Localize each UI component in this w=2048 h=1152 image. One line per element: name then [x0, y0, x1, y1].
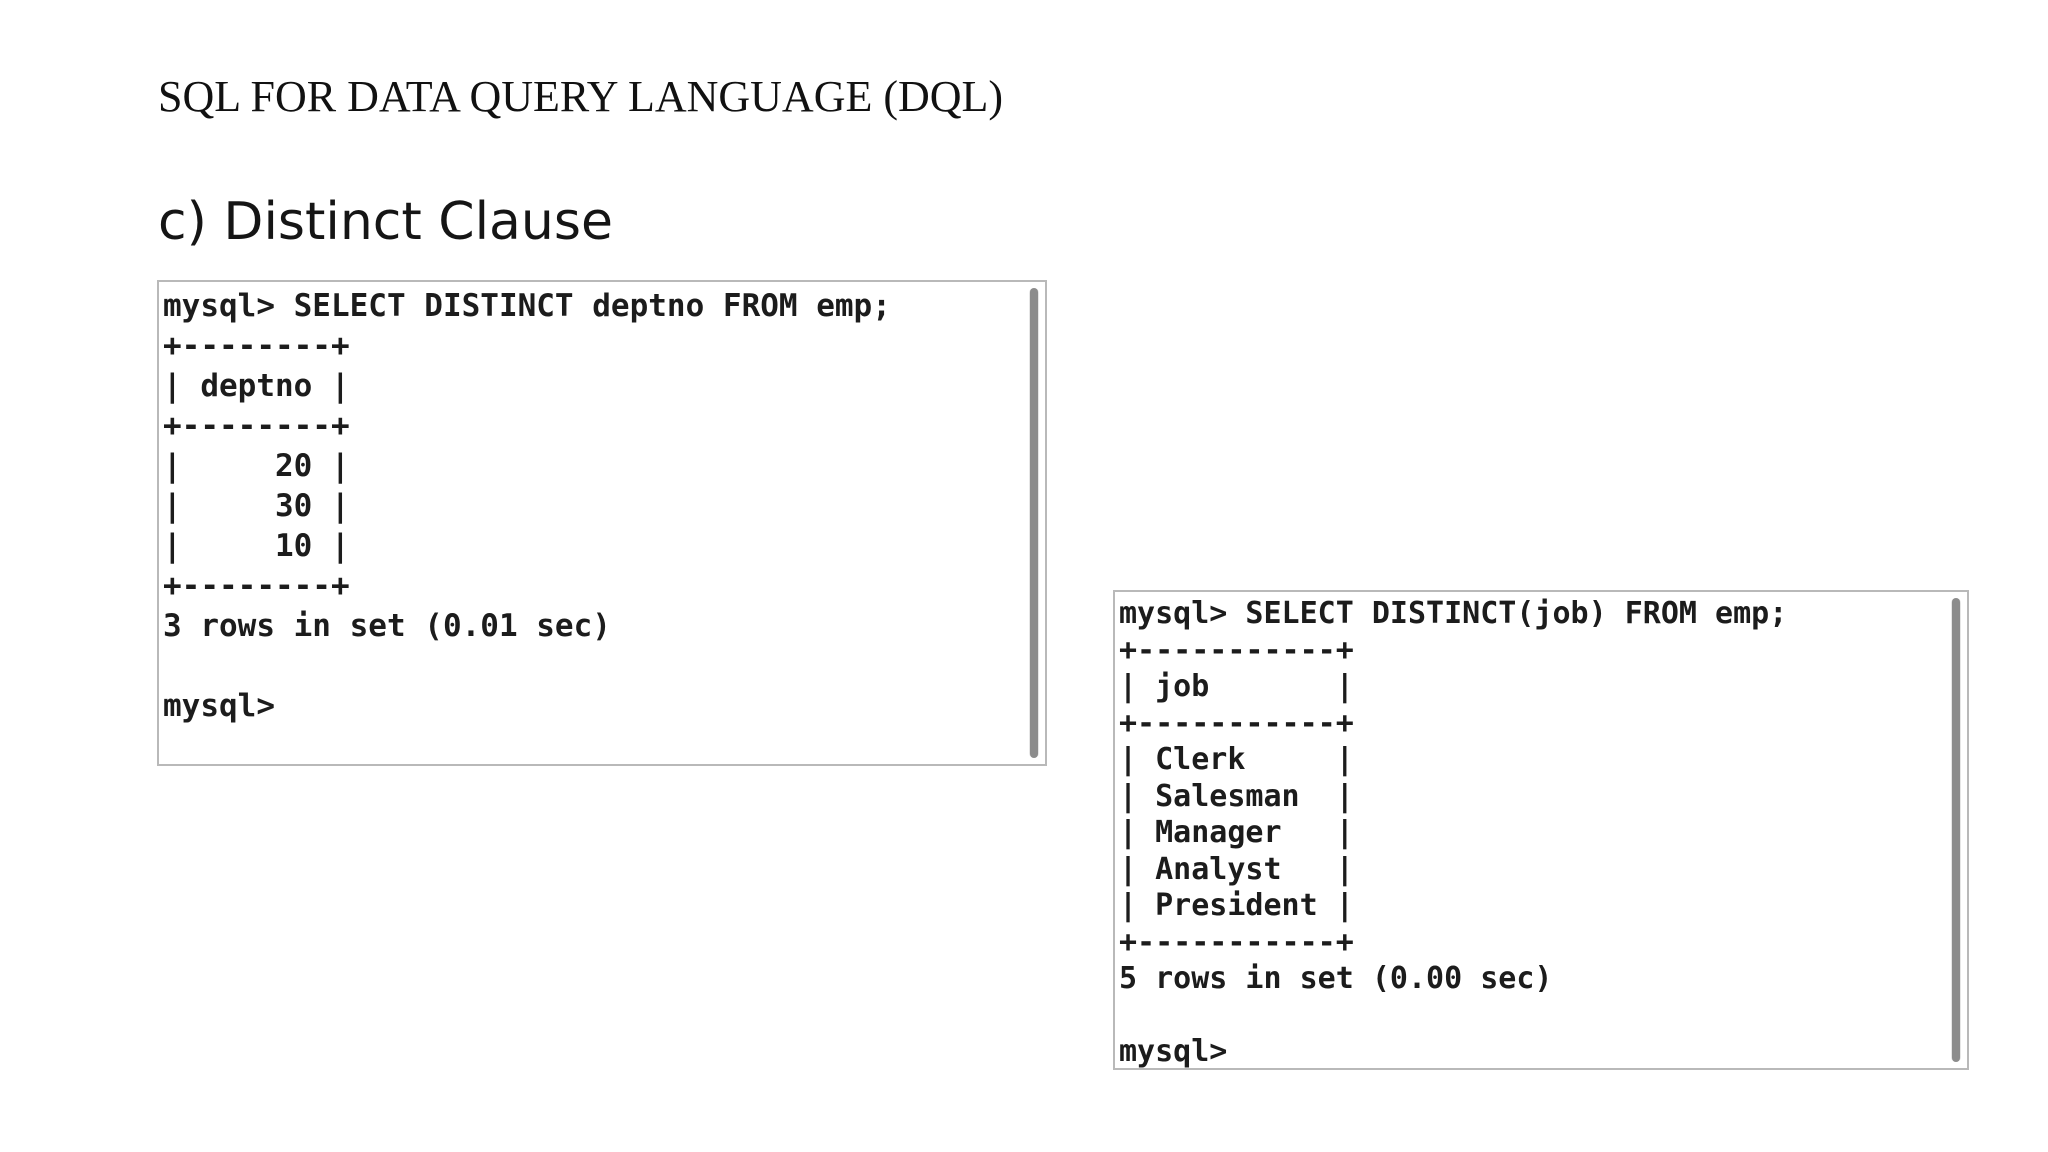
terminal-scrollbar[interactable] — [1029, 288, 1039, 758]
terminal-line: | Salesman | — [1119, 778, 1354, 814]
terminal-line: | 30 | — [163, 488, 350, 524]
section-subheading: c) Distinct Clause — [158, 192, 613, 252]
terminal-line: mysql> — [163, 688, 275, 724]
terminal-line: 3 rows in set (0.01 sec) — [163, 608, 611, 644]
scrollbar-thumb[interactable] — [1030, 288, 1038, 758]
terminal-scrollbar[interactable] — [1951, 598, 1961, 1062]
terminal-output: mysql> SELECT DISTINCT(job) FROM emp; +-… — [1119, 596, 1788, 1069]
terminal-output: mysql> SELECT DISTINCT deptno FROM emp; … — [163, 286, 891, 726]
terminal-line: | 10 | — [163, 528, 350, 564]
terminal-line: +-----------+ — [1119, 632, 1354, 668]
terminal-line: | Analyst | — [1119, 851, 1354, 887]
terminal-line: | job | — [1119, 669, 1354, 704]
terminal-line: +--------+ — [163, 408, 350, 444]
terminal-line: 5 rows in set (0.00 sec) — [1119, 961, 1553, 996]
terminal-line: mysql> SELECT DISTINCT deptno FROM emp; — [163, 288, 891, 324]
terminal-line: +--------+ — [163, 328, 350, 364]
terminal-line: mysql> SELECT DISTINCT(job) FROM emp; — [1119, 596, 1788, 631]
terminal-line: | deptno | — [163, 368, 350, 404]
terminal-line: +--------+ — [163, 568, 350, 604]
terminal-line: | Manager | — [1119, 815, 1354, 850]
slide-heading: SQL FOR DATA QUERY LANGUAGE (DQL) — [158, 72, 1004, 121]
scrollbar-thumb[interactable] — [1952, 598, 1960, 1062]
terminal-line: | Clerk | — [1119, 742, 1354, 777]
terminal-line: mysql> — [1119, 1034, 1228, 1069]
terminal-distinct-job: mysql> SELECT DISTINCT(job) FROM emp; +-… — [1113, 590, 1969, 1070]
terminal-distinct-deptno: mysql> SELECT DISTINCT deptno FROM emp; … — [157, 280, 1047, 766]
terminal-line: +-----------+ — [1119, 705, 1354, 741]
terminal-line: | 20 | — [163, 448, 350, 484]
terminal-line: +-----------+ — [1119, 924, 1354, 960]
terminal-line: | President | — [1119, 888, 1354, 923]
